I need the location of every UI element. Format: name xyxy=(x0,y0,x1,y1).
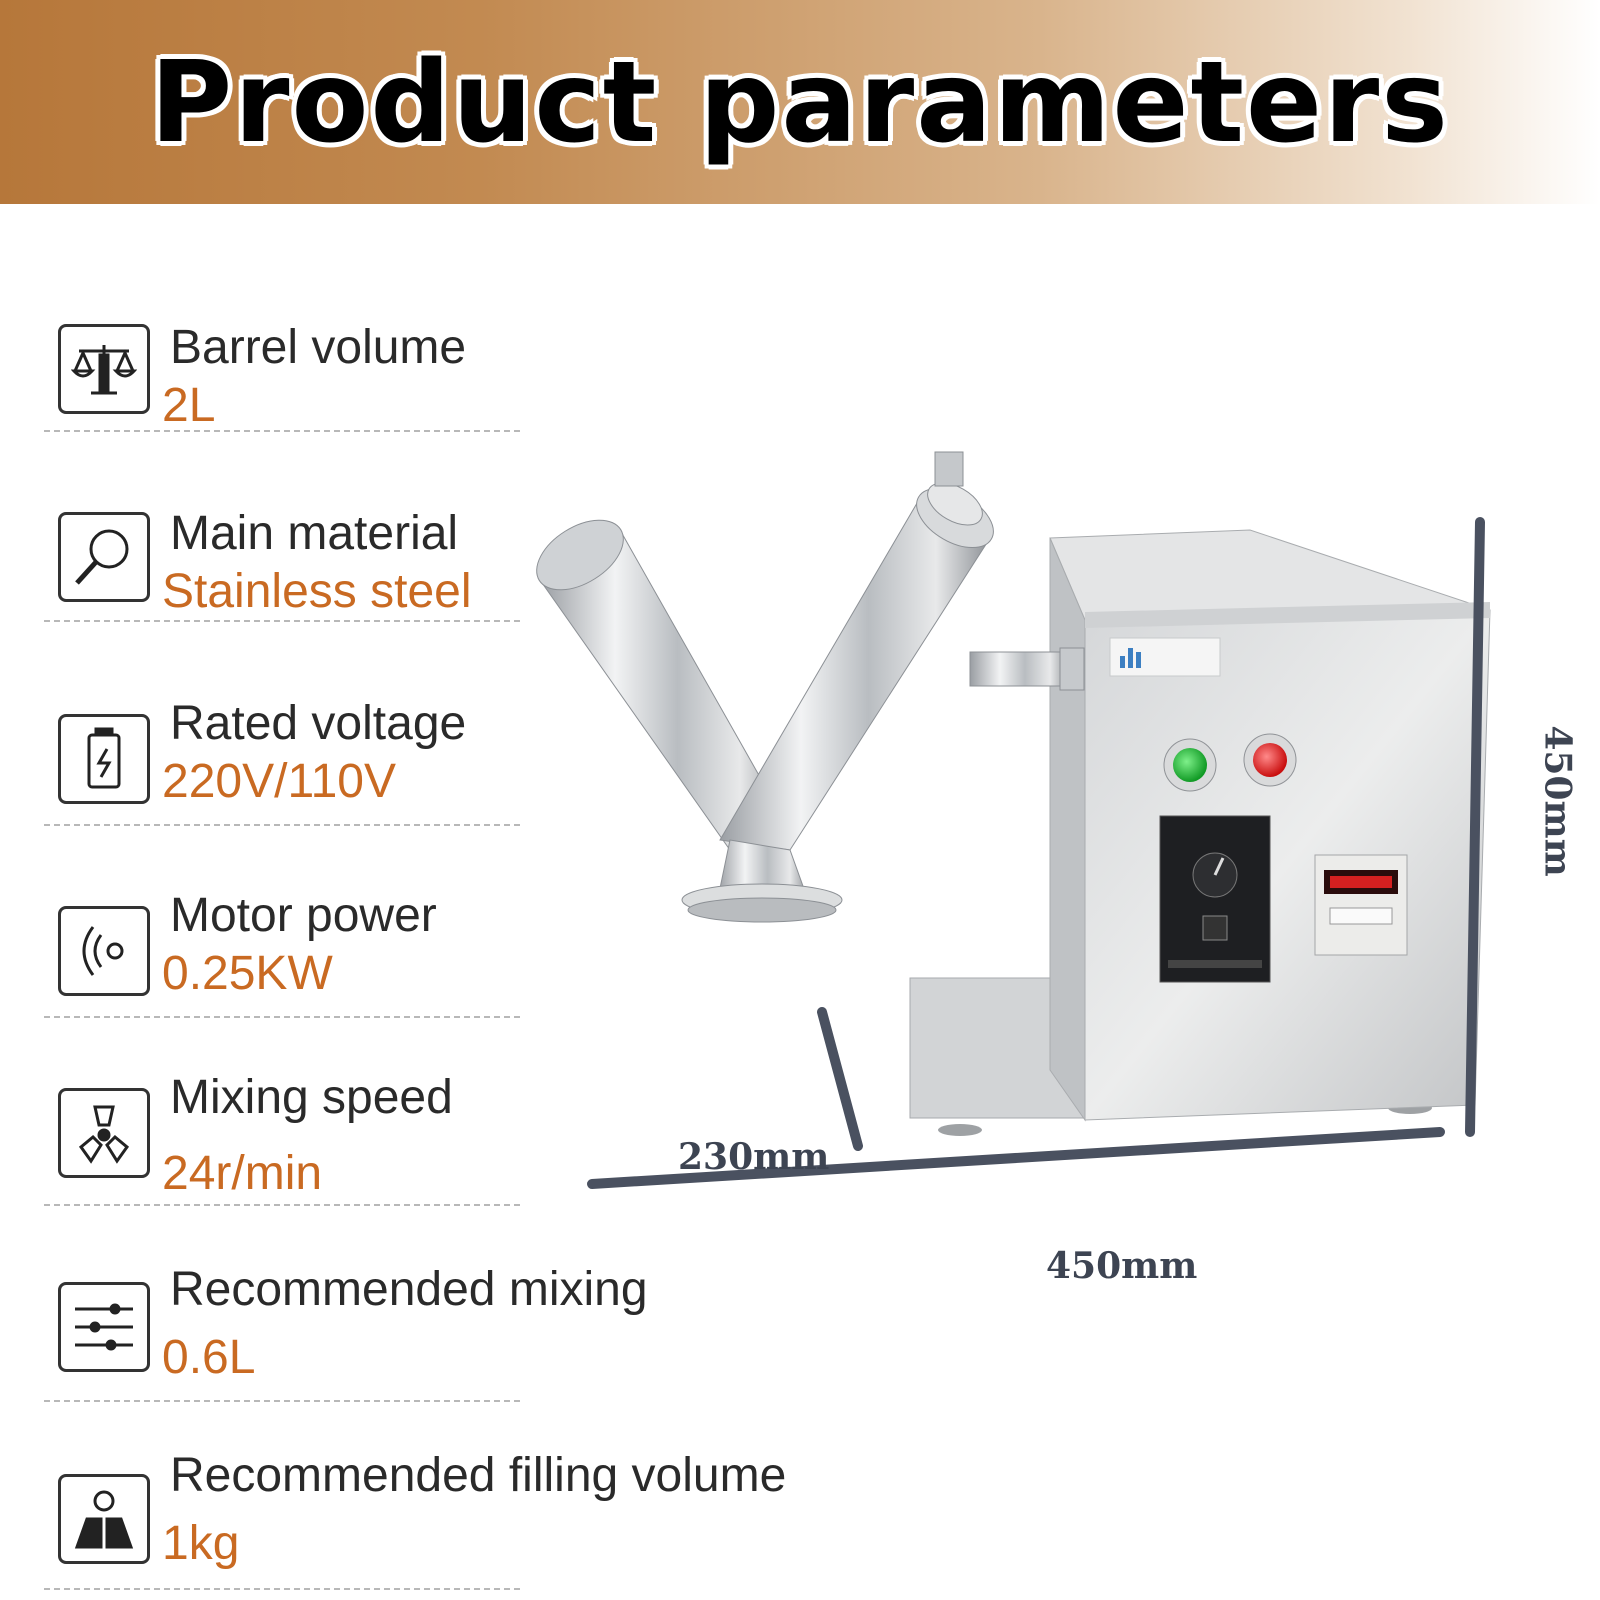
param-label: Mixing speed xyxy=(170,1071,453,1124)
divider xyxy=(44,430,520,432)
param-label: Barrel volume xyxy=(170,321,467,374)
battery-icon xyxy=(58,714,150,804)
scale-icon xyxy=(58,324,150,414)
sliders-icon xyxy=(58,1282,150,1372)
divider xyxy=(44,1204,520,1206)
header-banner: Product parameters xyxy=(0,0,1600,204)
divider xyxy=(44,824,520,826)
dimension-width-label: 450mm xyxy=(1046,1245,1198,1287)
param-value: Stainless steel xyxy=(162,565,472,618)
signal-icon xyxy=(58,906,150,996)
divider xyxy=(44,620,520,622)
param-label: Main material xyxy=(170,507,459,560)
param-label: Recommended filling volume xyxy=(170,1449,787,1502)
param-value: 1kg xyxy=(162,1517,240,1570)
v-mixer-machine-image xyxy=(536,451,1491,1189)
divider xyxy=(44,1016,520,1018)
fan-icon xyxy=(58,1088,150,1178)
magnifier-icon xyxy=(58,512,150,602)
param-value: 0.25KW xyxy=(162,947,333,1000)
divider xyxy=(44,1400,520,1402)
param-label: Recommended mixing xyxy=(170,1263,648,1316)
param-label: Rated voltage xyxy=(170,697,467,750)
param-value: 24r/min xyxy=(162,1147,323,1200)
divider xyxy=(44,1588,520,1590)
dimension-depth-label: 230mm xyxy=(678,1136,830,1178)
page-title: Product parameters xyxy=(150,38,1450,168)
param-label: Motor power xyxy=(170,889,437,942)
param-value: 220V/110V xyxy=(162,755,396,808)
weight-icon xyxy=(58,1474,150,1564)
param-value: 0.6L xyxy=(162,1331,256,1384)
dimension-height-label: 450mm xyxy=(1536,725,1579,877)
param-value: 2L xyxy=(162,379,216,432)
